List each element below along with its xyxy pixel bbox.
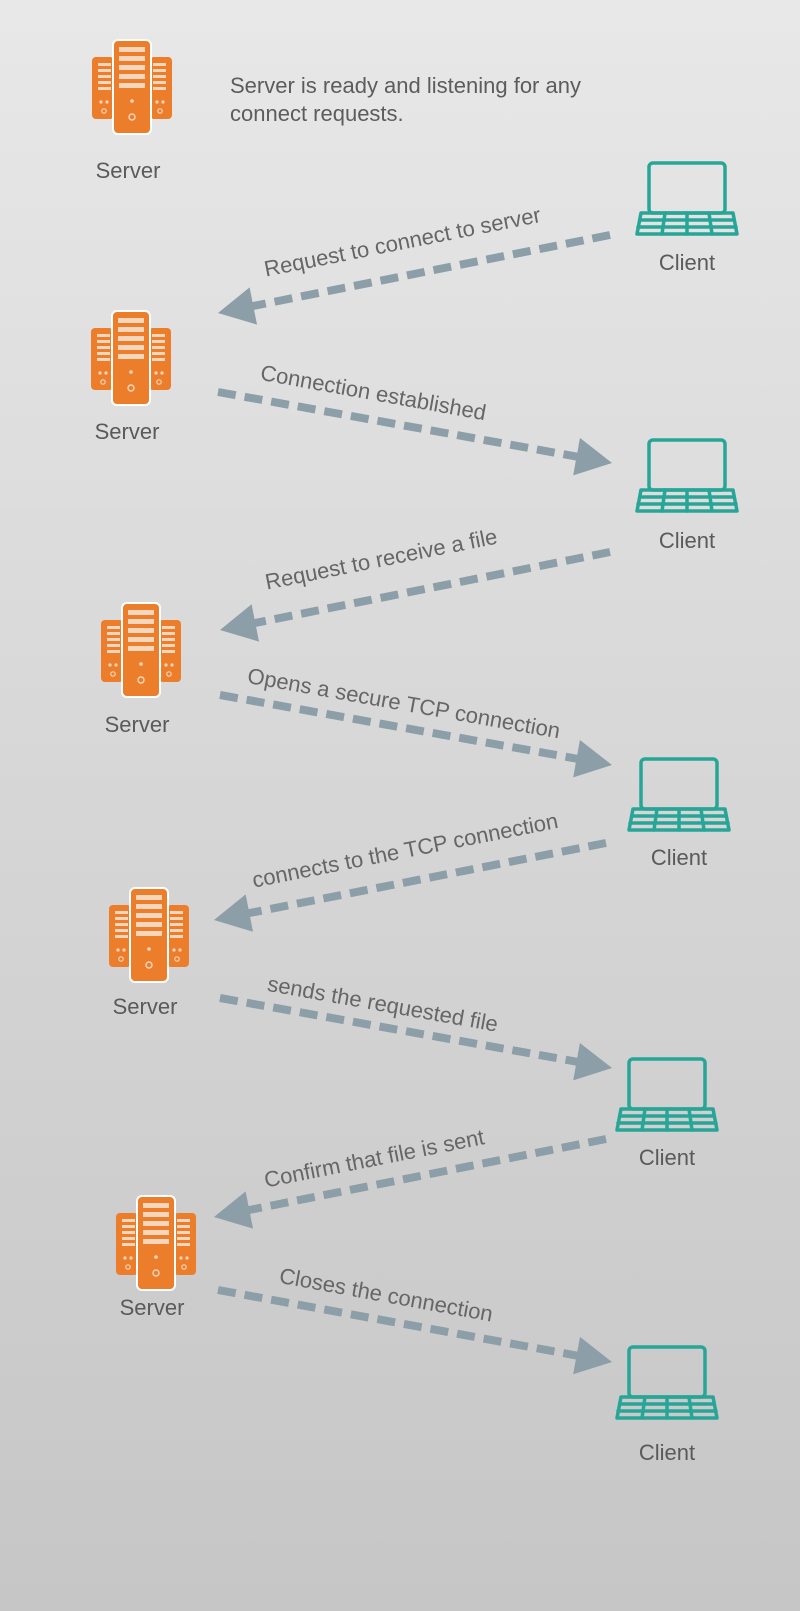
message-arrow: [220, 548, 611, 642]
client-laptop-icon: [627, 757, 731, 832]
server-label: Server: [112, 994, 178, 1019]
arrowhead: [573, 1042, 612, 1081]
arrowhead: [214, 894, 253, 932]
arrowhead: [220, 604, 260, 642]
client-label: Client: [638, 1440, 696, 1465]
client-laptop-icon: [635, 438, 739, 513]
server-icon: [108, 887, 190, 983]
arrowhead: [573, 437, 612, 476]
message-arrow: [217, 1286, 612, 1375]
client-laptop-icon: [635, 161, 739, 236]
client-label: Client: [658, 528, 716, 553]
client-label: Client: [658, 250, 716, 275]
client-laptop-icon: [615, 1057, 719, 1132]
server-icon: [90, 310, 172, 406]
message-arrow: [219, 994, 612, 1081]
server-label: Server: [94, 419, 160, 444]
client-label: Client: [650, 845, 708, 870]
client-laptop-icon: [615, 1345, 719, 1420]
server-icon: [100, 602, 182, 698]
intro-text: Server is ready and listening for any co…: [230, 73, 581, 126]
server-icon: [115, 1195, 197, 1291]
server-label: Server: [104, 712, 170, 737]
arrowhead: [573, 1336, 612, 1375]
client-label: Client: [638, 1145, 696, 1170]
server-icon: [91, 39, 173, 135]
arrowhead: [214, 1191, 254, 1229]
server-label: Server: [119, 1295, 185, 1320]
message-arrow: [219, 691, 612, 778]
message-arrow: [214, 1135, 607, 1229]
server-label: Server: [95, 158, 161, 183]
arrowhead: [573, 739, 612, 778]
message-arrow: [214, 839, 607, 932]
arrowhead: [218, 287, 258, 325]
message-arrow: [218, 231, 611, 325]
message-arrow: [217, 388, 612, 476]
